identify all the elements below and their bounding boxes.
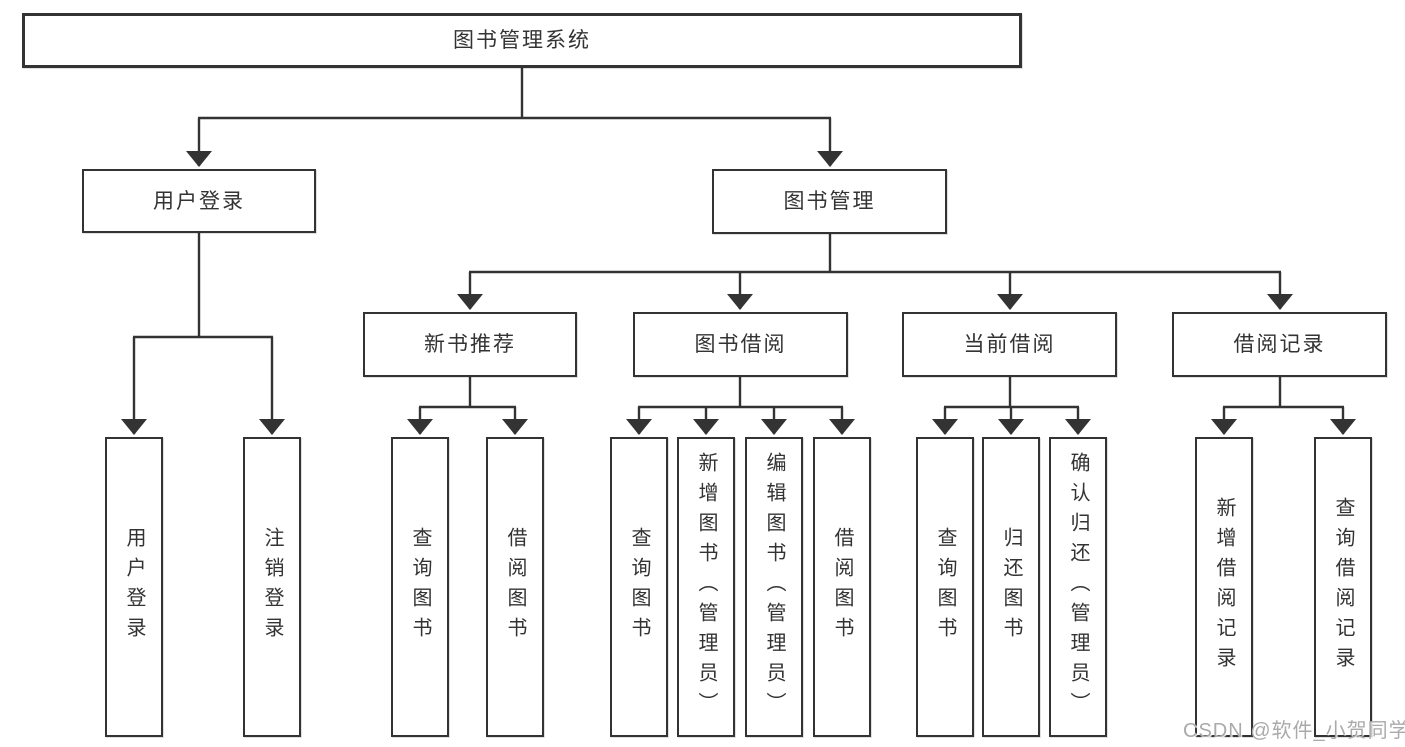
- node-borrow-records: 借阅记录: [1172, 312, 1387, 377]
- leaf-add-borrow-record: 新增借阅记录: [1195, 437, 1253, 737]
- node-book-management: 图书管理: [712, 169, 947, 234]
- node-library-management-system: 图书管理系统: [22, 13, 1022, 68]
- node-book-borrow: 图书借阅: [633, 312, 848, 377]
- leaf-query-books-current: 查询图书: [916, 437, 974, 737]
- leaf-user-login: 用户登录: [105, 437, 163, 737]
- leaf-borrow-books-recommend-label: 借阅图书: [504, 527, 526, 647]
- leaf-query-books-recommend: 查询图书: [391, 437, 449, 737]
- node-user-login: 用户登录: [82, 169, 316, 233]
- watermark: CSDN @软件_小贺同学: [1183, 720, 1405, 742]
- leaf-borrow-books-recommend: 借阅图书: [486, 437, 544, 737]
- node-borrow-records-label: 借阅记录: [1233, 333, 1326, 356]
- node-new-book-recommend: 新书推荐: [363, 312, 577, 377]
- leaf-query-books-recommend-label: 查询图书: [409, 527, 431, 647]
- leaf-return-book-label: 归还图书: [1000, 527, 1022, 647]
- leaf-confirm-return-admin-label: 确认归还（管理员）: [1067, 452, 1089, 722]
- leaf-borrow-books-label: 借阅图书: [831, 527, 853, 647]
- leaf-logout-label: 注销登录: [261, 527, 283, 647]
- leaf-add-book-admin: 新增图书（管理员）: [677, 437, 735, 737]
- leaf-logout: 注销登录: [243, 437, 301, 737]
- leaf-query-borrow-record: 查询借阅记录: [1314, 437, 1372, 737]
- leaf-borrow-books: 借阅图书: [813, 437, 871, 737]
- leaf-add-borrow-record-label: 新增借阅记录: [1213, 497, 1235, 677]
- node-current-borrow-label: 当前借阅: [963, 333, 1056, 356]
- leaf-query-books-borrow: 查询图书: [610, 437, 668, 737]
- node-new-book-recommend-label: 新书推荐: [424, 333, 516, 356]
- node-book-management-label: 图书管理: [783, 190, 876, 213]
- leaf-user-login-label: 用户登录: [123, 527, 145, 647]
- leaf-add-book-admin-label: 新增图书（管理员）: [695, 452, 717, 722]
- node-library-management-system-label: 图书管理系统: [453, 29, 591, 52]
- leaf-confirm-return-admin: 确认归还（管理员）: [1049, 437, 1107, 737]
- node-user-login-label: 用户登录: [153, 189, 245, 213]
- leaf-query-borrow-record-label: 查询借阅记录: [1332, 497, 1354, 677]
- node-book-borrow-label: 图书借阅: [694, 333, 787, 356]
- leaf-query-books-current-label: 查询图书: [934, 527, 956, 647]
- leaf-query-books-borrow-label: 查询图书: [628, 527, 650, 647]
- node-current-borrow: 当前借阅: [902, 312, 1117, 377]
- leaf-return-book: 归还图书: [982, 437, 1040, 737]
- leaf-edit-book-admin: 编辑图书（管理员）: [745, 437, 803, 737]
- leaf-edit-book-admin-label: 编辑图书（管理员）: [763, 452, 785, 722]
